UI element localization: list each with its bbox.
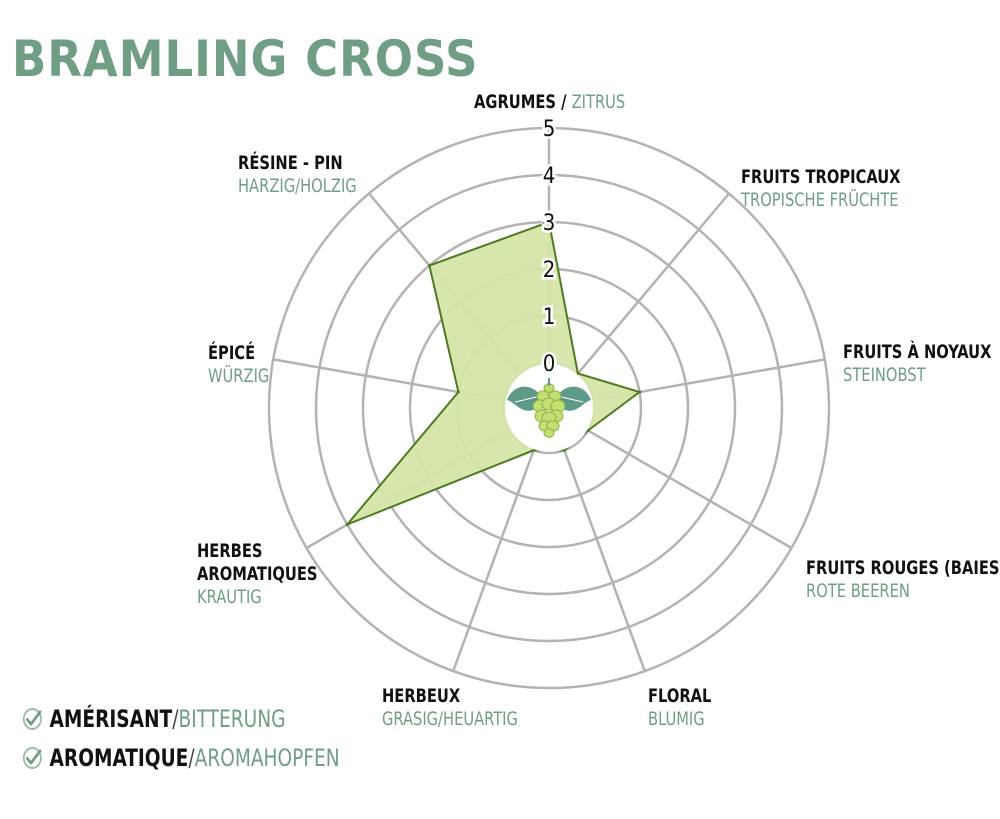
grid-spoke <box>563 449 646 672</box>
tick-label: 4 <box>543 164 556 189</box>
check-circle-icon <box>22 708 42 730</box>
tick-label: 3 <box>543 211 556 236</box>
data-point <box>532 448 536 452</box>
page-title: BRAMLING CROSS <box>12 30 479 88</box>
axis-label-herbes-aromatiques: HERBES AROMATIQUES KRAUTIG <box>197 540 318 608</box>
data-point <box>427 264 431 268</box>
axis-label-separator: / <box>555 91 572 113</box>
data-point <box>456 390 460 394</box>
axis-label-fruits-rouges: FRUITS ROUGES (BAIES) ROTE BEEREN <box>806 557 1000 602</box>
axis-label-agrumes: AGRUMES / ZITRUS <box>474 91 626 113</box>
hop-cone-icon <box>507 378 591 438</box>
axis-label-herbes-line2: AROMATIQUES <box>197 563 318 585</box>
axis-label-fruits-a-noyaux: FRUITS À NOYAUX STEINOBST <box>843 341 992 386</box>
data-polygon <box>346 220 642 526</box>
axis-label-resine-pin: RÉSINE - PIN HARZIG/HOLZIG <box>238 152 357 197</box>
grid-spoke <box>452 449 535 672</box>
axis-label-fruits-tropicaux: FRUITS TROPICAUX TROPISCHE FRÜCHTE <box>741 166 901 211</box>
data-point <box>345 523 349 526</box>
axis-label-floral: FLORAL BLUMIG <box>648 685 712 730</box>
data-point <box>547 220 551 224</box>
legend-item-aromatique: AROMATIQUE/AROMAHOPFEN <box>22 744 340 772</box>
tick-label: 1 <box>543 305 556 330</box>
axis-label-herbes-line1: HERBES <box>197 540 263 562</box>
tick-label: 2 <box>543 258 556 283</box>
axis-label-epice: ÉPICÉ WÜRZIG <box>208 342 270 387</box>
tick-label: 5 <box>543 117 556 142</box>
grid-spoke <box>587 429 793 550</box>
data-point <box>638 390 642 394</box>
grid-spoke <box>576 192 730 375</box>
axis-label-herbeux: HERBEUX GRASIG/HEUARTIG <box>382 685 518 730</box>
check-circle-icon <box>22 747 42 769</box>
data-point <box>562 448 566 452</box>
legend-item-amerisant: AMÉRISANT/BITTERUNG <box>22 705 286 733</box>
tick-label: 0 <box>543 352 556 377</box>
